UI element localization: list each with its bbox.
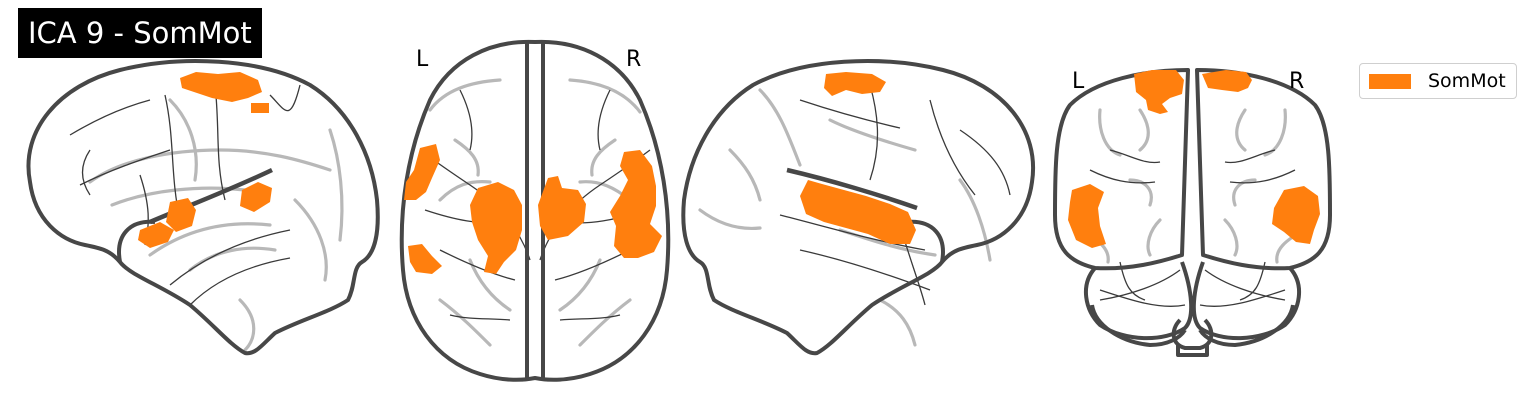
coronal-view: L R [1053,68,1332,357]
coronal-left-label: L [1072,69,1085,94]
axial-view: L R [399,39,671,382]
sagittal-right-highlights [800,72,916,244]
axial-right-label: R [626,47,641,72]
legend: SomMot [1359,63,1517,99]
sagittal-left-view [26,59,380,356]
legend-swatch [1369,74,1411,89]
axial-left-label: L [416,47,429,72]
sagittal-right-view [681,59,1036,356]
axial-highlights [404,144,662,274]
sagittal-left-highlights [138,72,272,248]
figure-title: ICA 9 - SomMot [18,8,262,58]
legend-label: SomMot [1428,70,1506,92]
coronal-highlights [1068,70,1320,248]
coronal-right-label: R [1289,69,1304,94]
